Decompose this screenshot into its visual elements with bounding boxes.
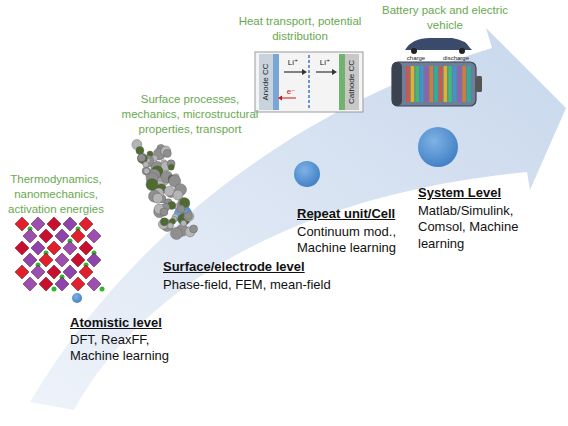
octahedron	[31, 217, 45, 231]
octahedron	[71, 229, 85, 243]
octahedron	[87, 229, 101, 243]
octahedron	[63, 265, 77, 279]
method-text: Matlab/Simulink, Comsol, Machine learnin…	[418, 203, 548, 252]
octahedron	[47, 265, 61, 279]
octahedron	[15, 265, 29, 279]
method-text: Continuum mod., Machine learning	[297, 224, 422, 257]
octahedron	[39, 229, 53, 243]
octahedron	[31, 265, 45, 279]
battery-label: discharge	[443, 55, 469, 63]
level-heading: System Level	[418, 185, 558, 201]
particle	[138, 154, 146, 162]
octahedron	[15, 217, 29, 231]
octahedron	[79, 217, 93, 231]
cell-stripe	[444, 66, 448, 102]
cell-stripe	[434, 66, 438, 102]
octahedron	[55, 253, 69, 267]
green-description: Heat transport, potential distribution	[225, 14, 375, 44]
electron-label: e⁻	[287, 87, 296, 97]
cell-stripe	[420, 66, 424, 102]
octahedron	[23, 229, 37, 243]
octahedron	[63, 241, 77, 255]
particle	[160, 208, 168, 216]
level-heading: Surface/electrode level	[163, 259, 343, 275]
battery-label: charge	[407, 55, 425, 63]
particle	[153, 193, 163, 203]
octahedron	[63, 217, 77, 231]
particle	[163, 149, 171, 157]
cell-label: Anode CC	[261, 64, 271, 101]
cell-stripe	[439, 66, 443, 102]
octahedron	[71, 277, 85, 291]
cell-stripe	[425, 66, 429, 102]
octahedron	[87, 253, 101, 267]
level-dot	[72, 293, 82, 303]
green-description: Surface processes, mechanics, microstruc…	[115, 92, 265, 137]
ion-label: Li⁺	[288, 58, 298, 68]
octahedron	[79, 241, 93, 255]
microstructure	[132, 140, 198, 240]
particle	[136, 147, 144, 155]
battery-pack	[392, 38, 482, 106]
cell-stripe	[467, 66, 471, 102]
particle	[184, 212, 192, 220]
particle	[184, 211, 194, 221]
octahedron	[23, 253, 37, 267]
particle	[168, 164, 174, 170]
octahedron	[39, 253, 53, 267]
cell-stripe	[415, 66, 419, 102]
cell-stripe	[406, 66, 410, 102]
particle	[177, 205, 185, 213]
particle	[160, 218, 168, 226]
octahedron	[79, 265, 93, 279]
particle	[167, 223, 173, 229]
particle	[164, 186, 174, 196]
particle	[171, 228, 183, 240]
octahedron	[23, 277, 37, 291]
octahedron	[87, 277, 101, 291]
atom	[52, 287, 57, 292]
green-description: Thermodynamics, nanomechanics, activatio…	[0, 172, 112, 217]
cell-stripe	[453, 66, 457, 102]
cell-label: Cathode CC	[347, 60, 357, 104]
particle	[190, 225, 198, 233]
battery-cells	[406, 66, 471, 102]
green-description: Battery pack and electric vehicle	[370, 3, 520, 33]
ion-label: Li⁺	[320, 58, 330, 68]
method-text: DFT, ReaxFF, Machine learning	[70, 332, 180, 365]
octahedron	[47, 217, 61, 231]
octahedron	[39, 277, 53, 291]
particle	[181, 220, 187, 226]
particle	[144, 168, 150, 174]
octahedron	[31, 241, 45, 255]
octahedron	[15, 241, 29, 255]
level-dot	[294, 161, 320, 187]
cell-schematic	[255, 52, 363, 112]
crystal-structure	[15, 217, 105, 292]
octahedron	[55, 277, 69, 291]
atom	[100, 287, 105, 292]
octahedron	[47, 241, 61, 255]
cell-stripe	[462, 66, 466, 102]
level-heading: Atomistic level	[70, 315, 180, 331]
method-text: Phase-field, FEM, mean-field	[163, 277, 353, 293]
progress-arrow	[30, 28, 566, 410]
cell-stripe	[458, 66, 462, 102]
cell-stripe	[448, 66, 452, 102]
cell-stripe	[411, 66, 415, 102]
particle	[143, 162, 149, 168]
octahedron	[71, 253, 85, 267]
level-dot	[418, 127, 458, 167]
octahedron	[55, 229, 69, 243]
cell-stripe	[430, 66, 434, 102]
